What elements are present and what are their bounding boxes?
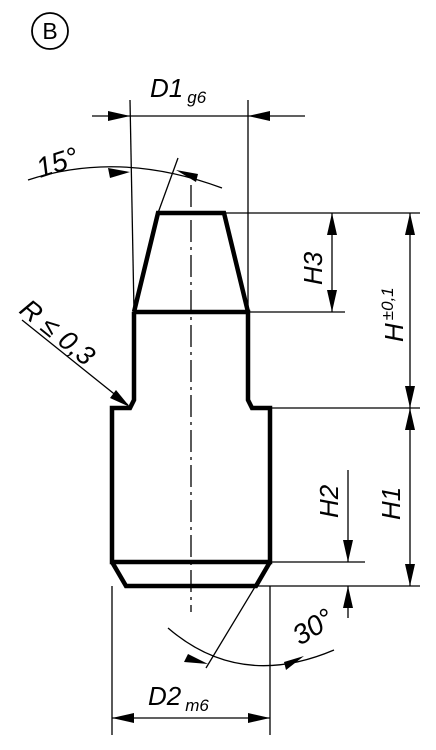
dimension-angle-30: 30° [167, 602, 339, 670]
dimension-h1: H1 [376, 408, 415, 586]
view-label-circle [31, 12, 69, 50]
dimension-h2: H2 [314, 470, 353, 618]
radius-leader: R ≤ 0,3 [14, 293, 130, 407]
view-label: B [31, 12, 69, 50]
dimension-h: H±0,1 [378, 213, 415, 408]
view-label-text: B [42, 18, 57, 44]
extension-lines [111, 99, 420, 735]
angle-15-label: 15° [32, 141, 82, 184]
angle-30-label: 30° [287, 602, 339, 651]
dimension-h2-label: H2 [314, 484, 344, 518]
dimension-h-label: H±0,1 [378, 287, 409, 342]
dimension-h3-label: H3 [298, 251, 328, 285]
dimension-h1-label: H1 [376, 487, 406, 520]
dimension-angle-15: 15° [27, 141, 223, 189]
radius-label: R ≤ 0,3 [14, 293, 100, 371]
dimension-h3: H3 [298, 213, 337, 312]
